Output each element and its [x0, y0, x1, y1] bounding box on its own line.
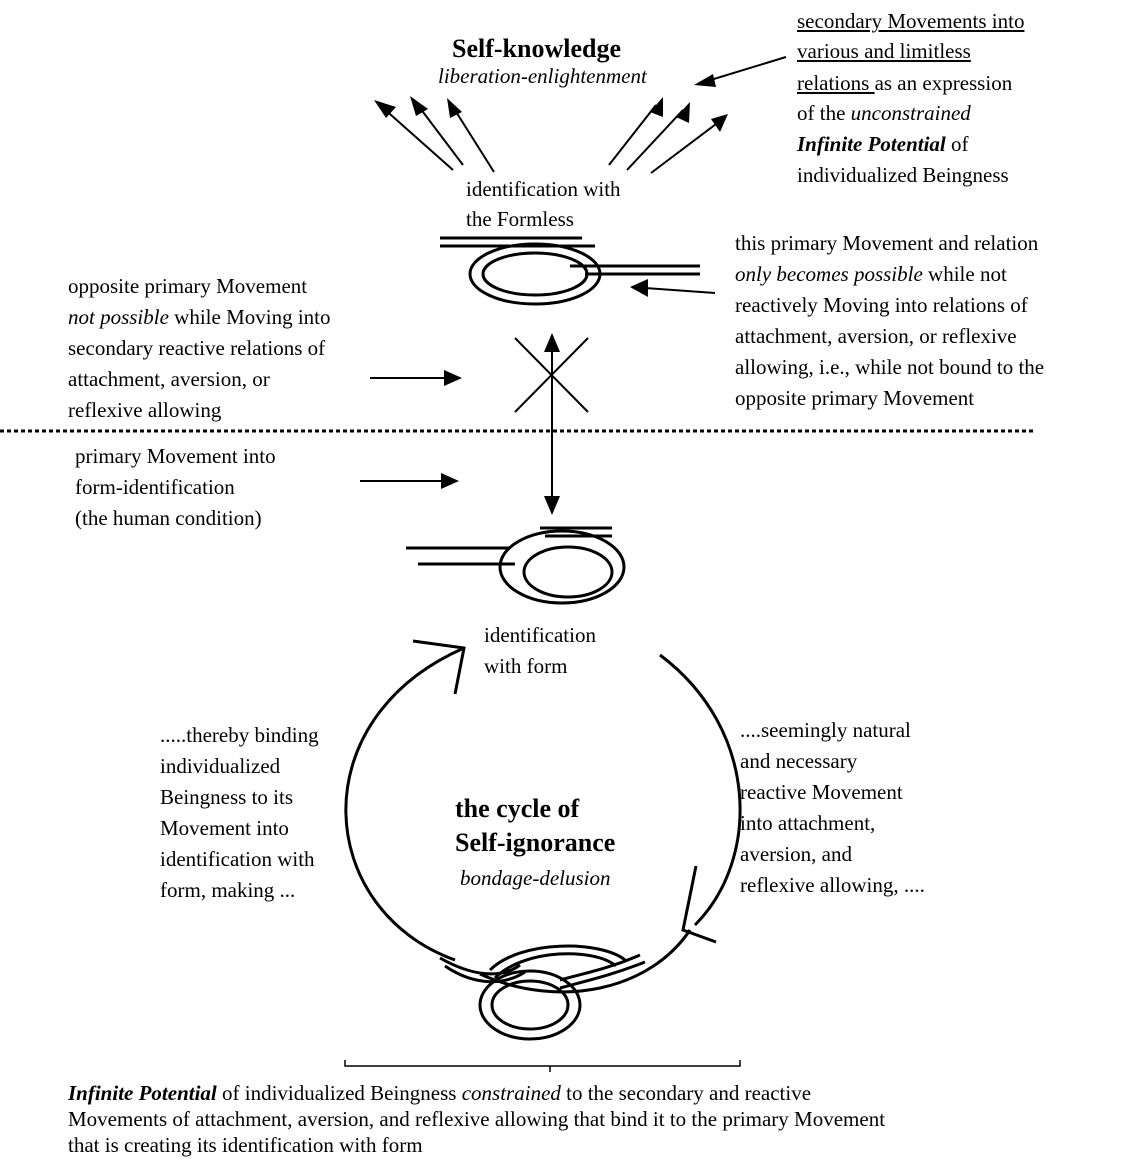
text-line: not possible while Moving into — [68, 304, 331, 331]
text-span: while Moving into — [168, 305, 331, 329]
text-line: form-identification — [75, 475, 235, 499]
text-line: form, making ... — [160, 878, 296, 902]
text-line: ....seemingly natural — [740, 718, 911, 742]
text-line: reflexive allowing — [68, 398, 222, 422]
text-line: and necessary — [740, 749, 858, 773]
text-line: opposite primary Movement — [735, 386, 975, 410]
text-line: Movement into — [160, 816, 289, 840]
text-line: only becomes possible while not — [735, 261, 1007, 288]
text-line: reactive Movement — [740, 780, 903, 804]
text-line: that is creating its identification with… — [68, 1133, 423, 1157]
text-line: of the unconstrained — [797, 100, 971, 127]
text-span: of the — [797, 101, 851, 125]
text-line: relations as an expression — [797, 70, 1012, 97]
text-span: of — [945, 132, 969, 156]
text-line: Infinite Potential of individualized Bei… — [68, 1080, 811, 1107]
cycle-title-line: Self-ignorance — [455, 828, 616, 857]
italic-text: unconstrained — [850, 101, 971, 125]
self-knowledge-subtitle: liberation-enlightenment — [438, 64, 647, 88]
text-line: into attachment, — [740, 811, 876, 835]
text-line: identification — [484, 623, 596, 647]
text-line: this primary Movement and relation — [735, 231, 1039, 255]
text-line: Beingness to its — [160, 785, 294, 809]
radiating-arrow-3 — [452, 106, 495, 173]
text-span: of individualized Beingness — [216, 1081, 462, 1105]
cycle-knot — [439, 944, 646, 1041]
italic-text: only becomes possible — [735, 262, 923, 286]
top-right-pointer-arrowhead — [694, 74, 716, 87]
text-line: attachment, aversion, or — [68, 367, 270, 391]
vertical-arrow-down-head — [544, 496, 560, 515]
radiating-arrows — [381, 103, 721, 174]
form-identification-arrowhead — [441, 473, 459, 489]
cycle-arrowheads — [412, 639, 717, 944]
radiating-arrow-2 — [416, 103, 464, 166]
radiating-arrowheads — [374, 96, 728, 132]
radiating-arrow-1 — [381, 106, 454, 171]
text-line: with form — [484, 654, 568, 678]
text-line: individualized — [160, 754, 281, 778]
text-line: (the human condition) — [75, 506, 262, 530]
text-line: .....thereby binding — [160, 723, 319, 747]
form-coil — [406, 526, 626, 605]
text-line: allowing, i.e., while not bound to the — [735, 355, 1045, 379]
italic-text: not possible — [68, 305, 169, 329]
text-line: the Formless — [466, 207, 574, 231]
radiating-arrow-4 — [608, 104, 657, 166]
text-line: aversion, and — [740, 842, 852, 866]
formless-coil — [440, 236, 700, 306]
cycle-subtitle: bondage-delusion — [460, 866, 611, 890]
text-line: identification with — [160, 847, 315, 871]
self-knowledge-title: Self-knowledge — [452, 34, 621, 63]
text-line: reactively Moving into relations of — [735, 293, 1028, 317]
bottom-brace — [344, 1060, 741, 1072]
top-right-pointer-arrow — [703, 56, 787, 83]
text-line: secondary reactive relations of — [68, 336, 326, 360]
text-line: primary Movement into — [75, 444, 276, 468]
text-line: Movements of attachment, aversion, and r… — [68, 1107, 886, 1131]
italic-text: constrained — [461, 1081, 561, 1105]
text-span: as an expression — [874, 71, 1013, 95]
text-line: reflexive allowing, .... — [740, 873, 925, 897]
text-line: opposite primary Movement — [68, 274, 308, 298]
text-line: attachment, aversion, or reflexive — [735, 324, 1017, 348]
coil-pointer-arrow — [644, 287, 716, 294]
text-line: various and limitless — [797, 39, 971, 63]
text-span: while not — [922, 262, 1007, 286]
underlined-text: relations — [797, 71, 875, 95]
bold-italic-text: Infinite Potential — [797, 132, 946, 156]
coil-pointer-arrowhead — [630, 279, 648, 297]
text-line: identification with — [466, 177, 621, 201]
radiating-arrow-6 — [650, 120, 721, 174]
bold-italic-text: Infinite Potential — [68, 1081, 217, 1105]
text-line: secondary Movements into — [797, 9, 1025, 33]
text-span: to the secondary and reactive — [560, 1081, 812, 1105]
text-line: individualized Beingness — [797, 163, 1009, 187]
text-line: Infinite Potential of — [797, 131, 969, 158]
radiating-arrow-5 — [626, 109, 684, 171]
left-to-x-arrowhead — [444, 370, 462, 386]
vertical-arrow-up-head — [544, 333, 560, 352]
cycle-title-line: the cycle of — [455, 794, 580, 823]
